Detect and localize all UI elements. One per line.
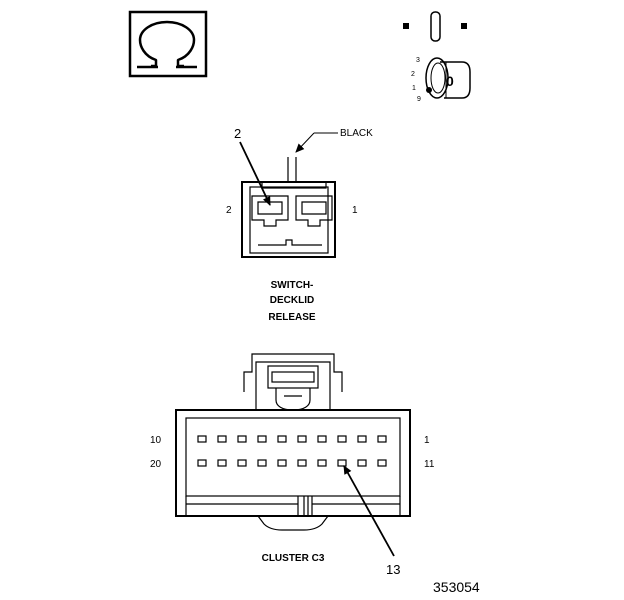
cavity-number-left: 2 xyxy=(226,205,232,216)
terminal-cavity xyxy=(377,435,387,443)
terminal-cavity xyxy=(337,435,347,443)
row-2-right-number: 11 xyxy=(424,459,435,470)
cavity-number-right: 1 xyxy=(352,205,358,216)
terminal-cavity xyxy=(237,459,247,467)
ignition-position-label: 1 xyxy=(412,85,416,92)
connector-name-line: DECKLID xyxy=(270,295,314,306)
row-2-left-number: 20 xyxy=(150,459,162,470)
cavity xyxy=(295,195,333,227)
terminal-cavity xyxy=(337,459,347,467)
ignition-position-label: 2 xyxy=(411,71,415,78)
wire xyxy=(287,157,297,182)
wire-color-callout: BLACK xyxy=(295,128,373,153)
pin-callout-13: 13 xyxy=(343,465,400,577)
terminal-cavity xyxy=(217,435,227,443)
connector-name-line: SWITCH- xyxy=(271,280,314,291)
terminal-cavity xyxy=(197,435,207,443)
terminal-cavity xyxy=(357,459,367,467)
connector-name-line: RELEASE xyxy=(268,312,316,323)
wire-color-label: BLACK xyxy=(340,128,373,139)
cluster-c3-connector: 10 1 20 11 13 CLUSTER C3 xyxy=(150,353,435,577)
terminal-cavity xyxy=(317,435,327,443)
figure-number: 353054 xyxy=(433,579,480,595)
cavity xyxy=(251,195,289,227)
connector-latch xyxy=(243,353,343,411)
connector-name: CLUSTER C3 xyxy=(262,553,325,564)
pin-callout-2: 2 xyxy=(234,126,271,206)
terminal-cavity xyxy=(257,435,267,443)
terminal-cavity xyxy=(357,435,367,443)
terminal-cavity xyxy=(377,459,387,467)
terminal-cavity xyxy=(257,459,267,467)
terminal-cavity xyxy=(277,459,287,467)
terminal-cavity xyxy=(237,435,247,443)
terminal-cavity xyxy=(197,459,207,467)
terminal-cavity xyxy=(317,459,327,467)
switch-decklid-release-connector: BLACK 2 1 2 SWITCH- DECKLID RELEASE xyxy=(226,126,373,323)
ignition-switch-off-icon: 0 3 2 1 9 xyxy=(403,11,471,103)
row-1-left-number: 10 xyxy=(150,435,162,446)
terminal-cavity xyxy=(297,435,307,443)
ignition-key-label: 0 xyxy=(446,73,454,89)
pin-callout-label: 2 xyxy=(234,126,241,141)
terminal-cavity xyxy=(217,459,227,467)
ignition-position-label: 9 xyxy=(417,96,421,103)
terminal-cavity xyxy=(297,459,307,467)
pin-callout-label: 13 xyxy=(386,562,400,577)
terminal-row-2 xyxy=(197,459,387,467)
terminal-row-1 xyxy=(197,435,387,443)
terminal-cavity xyxy=(277,435,287,443)
ohmmeter-symbol-icon xyxy=(128,10,208,78)
ignition-position-label: 3 xyxy=(416,57,420,64)
row-1-right-number: 1 xyxy=(424,435,430,446)
